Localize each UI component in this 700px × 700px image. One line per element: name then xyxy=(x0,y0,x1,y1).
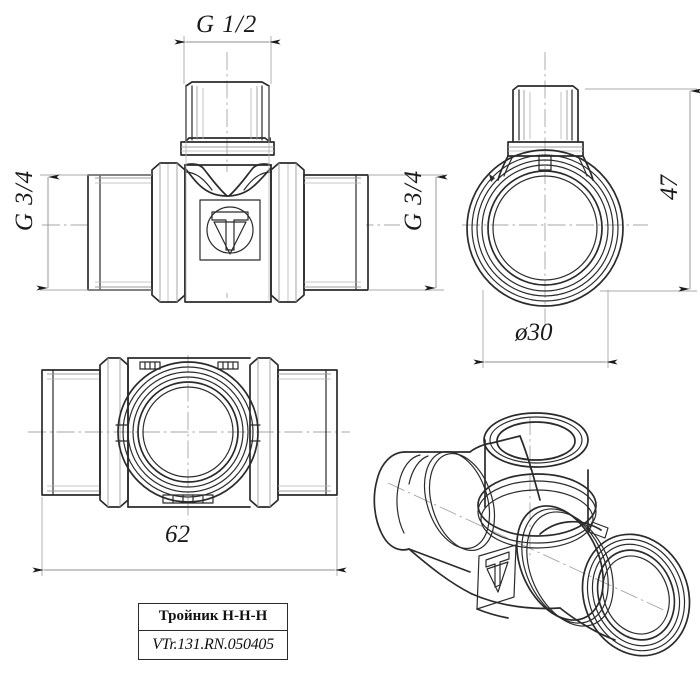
branch-threaded-end xyxy=(180,81,275,156)
end-view xyxy=(462,52,648,330)
iso-right-shoulder-band xyxy=(515,505,614,627)
title-block-article-code: VTr.131.RN.050405 xyxy=(152,636,274,653)
dimension-label-height: 47 xyxy=(656,175,683,200)
isometric-view xyxy=(373,412,691,657)
dimension-label-diameter: ø30 xyxy=(515,319,553,346)
top-view-right-end xyxy=(277,369,338,496)
valtec-logo xyxy=(199,199,261,261)
dimension-g-three-quarter-left xyxy=(36,174,152,291)
dimension-g-three-quarter-right xyxy=(368,174,448,291)
dimension-label-g-one-half: G 1/2 xyxy=(196,11,258,38)
dimension-label-length: 62 xyxy=(165,521,190,548)
dimension-g-one-half xyxy=(174,36,281,84)
top-view xyxy=(28,355,350,520)
dimension-label-g-three-quarter-left: G 3/4 xyxy=(11,169,39,232)
knurl-marks xyxy=(139,361,239,504)
end-view-branch xyxy=(507,85,584,157)
top-view-left-end xyxy=(41,369,101,496)
front-elevation-view xyxy=(42,52,400,303)
dimension-height-47 xyxy=(585,88,700,292)
iso-valtec-logo xyxy=(476,544,517,610)
title-block-product-name: Тройник Н-Н-Н xyxy=(139,604,287,631)
dimension-diameter-30 xyxy=(473,290,618,368)
dimension-label-g-three-quarter-right: G 3/4 xyxy=(400,169,428,232)
iso-branch xyxy=(477,412,609,549)
title-block: Тройник Н-Н-Н VTr.131.RN.050405 xyxy=(138,603,288,660)
dimension-length-62 xyxy=(32,497,347,576)
iso-right-opening xyxy=(581,533,691,657)
